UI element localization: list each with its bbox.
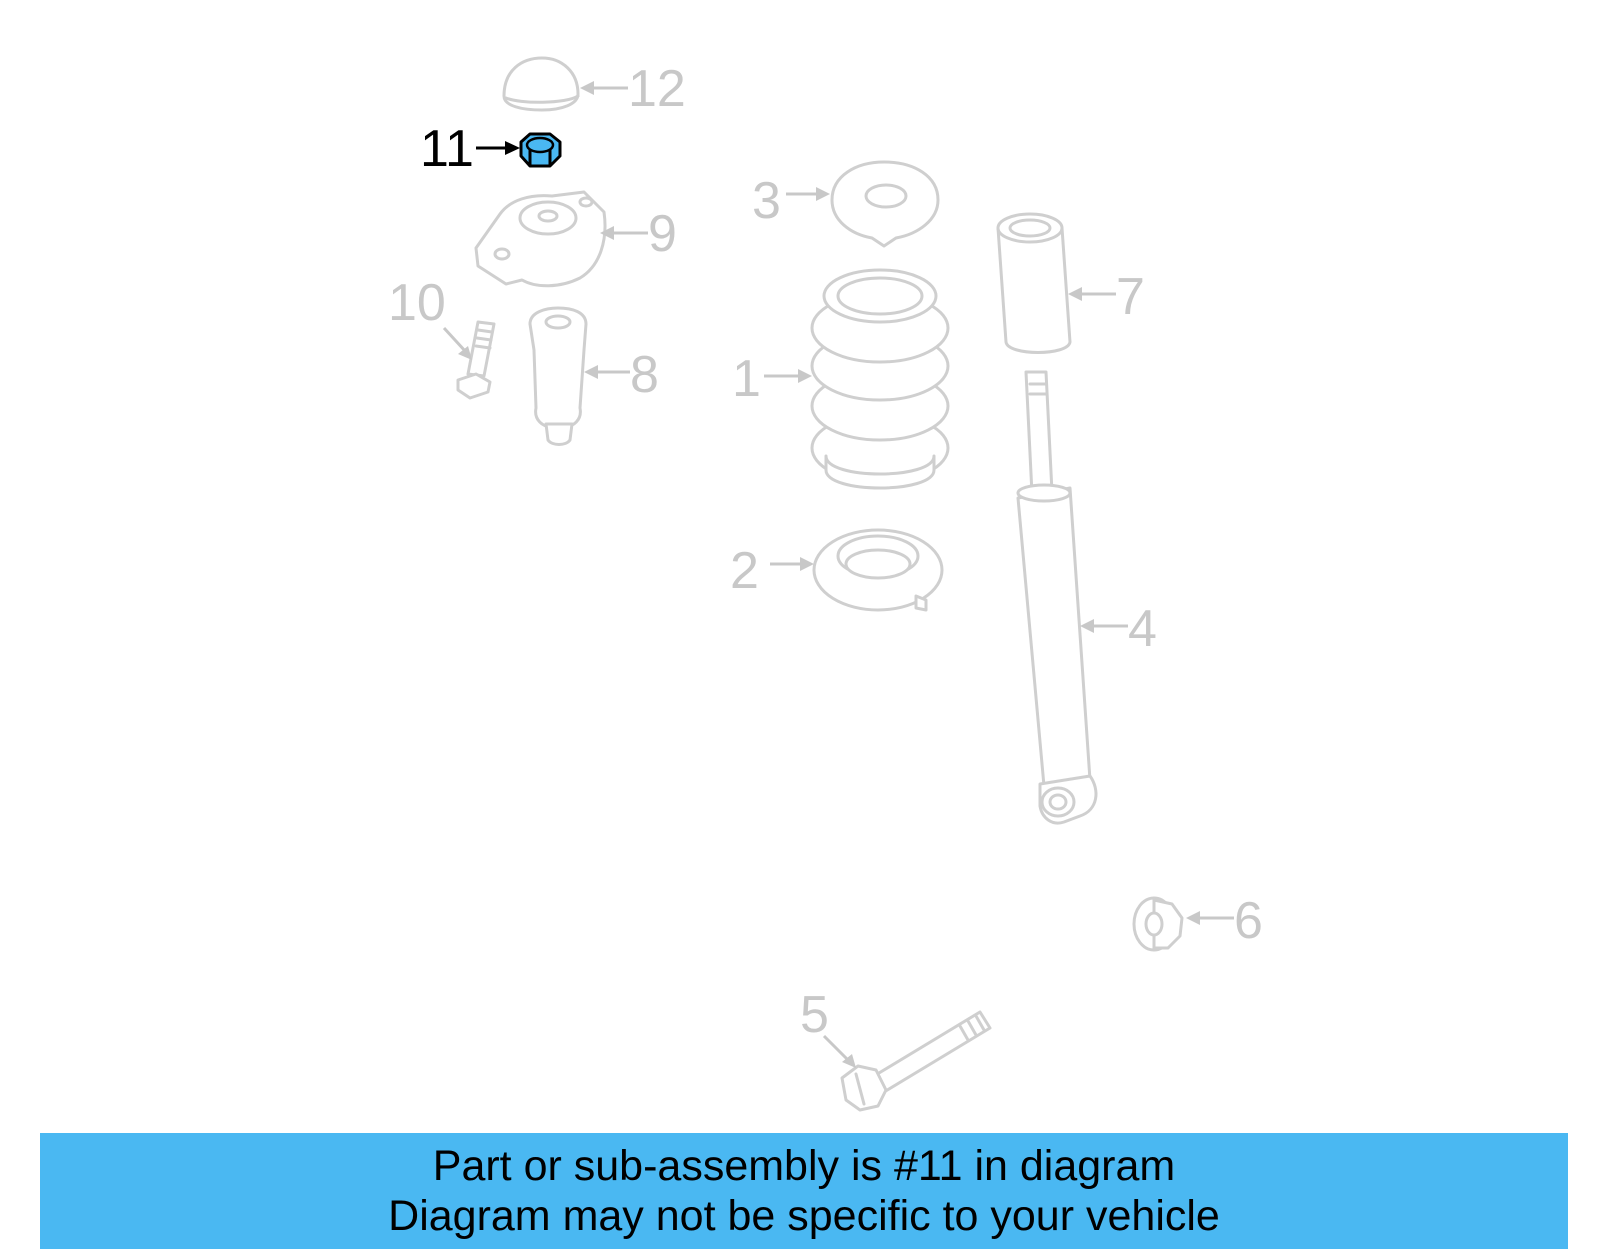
- callout-5: 5: [800, 986, 856, 1068]
- callout-12: 12: [580, 60, 686, 118]
- part-1-coil-spring[interactable]: [810, 268, 950, 490]
- callout-7: 7: [1068, 268, 1145, 326]
- part-9-mount[interactable]: [474, 190, 607, 288]
- info-banner: Part or sub-assembly is #11 in diagram D…: [40, 1133, 1568, 1249]
- banner-line-part-number: Part or sub-assembly is #11 in diagram: [432, 1142, 1176, 1190]
- part-3-upper-seat[interactable]: [830, 160, 940, 248]
- callout-7-label: 7: [1116, 268, 1145, 326]
- callout-9-label: 9: [648, 205, 677, 263]
- callout-5-label: 5: [800, 986, 829, 1044]
- part-7-boot[interactable]: [996, 212, 1072, 354]
- part-11-nut[interactable]: [519, 132, 562, 168]
- callout-11: 11: [420, 120, 520, 178]
- part-10-bolt[interactable]: [456, 320, 496, 400]
- part-6-nut[interactable]: [1132, 896, 1184, 952]
- callout-3: 3: [752, 172, 830, 230]
- callout-6-label: 6: [1234, 892, 1263, 950]
- callout-4-label: 4: [1128, 600, 1157, 658]
- part-12-cap[interactable]: [502, 56, 580, 112]
- banner-line-disclaimer: Diagram may not be specific to your vehi…: [388, 1192, 1220, 1240]
- callout-1-label: 1: [732, 350, 761, 408]
- callout-10-label: 10: [388, 274, 446, 332]
- callout-9: 9: [600, 205, 677, 263]
- part-8-bump-stop[interactable]: [528, 306, 588, 446]
- callout-2: 2: [730, 542, 814, 600]
- callout-11-label: 11: [420, 120, 474, 178]
- callout-2-label: 2: [730, 542, 759, 600]
- callout-4: 4: [1080, 600, 1157, 658]
- callout-8-label: 8: [630, 346, 659, 404]
- callout-8: 8: [584, 346, 659, 404]
- callout-6: 6: [1186, 892, 1263, 950]
- part-5-bolt[interactable]: [840, 1010, 992, 1112]
- callout-10: 10: [388, 274, 472, 360]
- part-2-lower-seat[interactable]: [812, 528, 944, 612]
- callout-1: 1: [732, 350, 812, 408]
- callout-12-label: 12: [628, 60, 686, 118]
- callout-3-label: 3: [752, 172, 781, 230]
- part-4-shock-absorber[interactable]: [1016, 370, 1098, 825]
